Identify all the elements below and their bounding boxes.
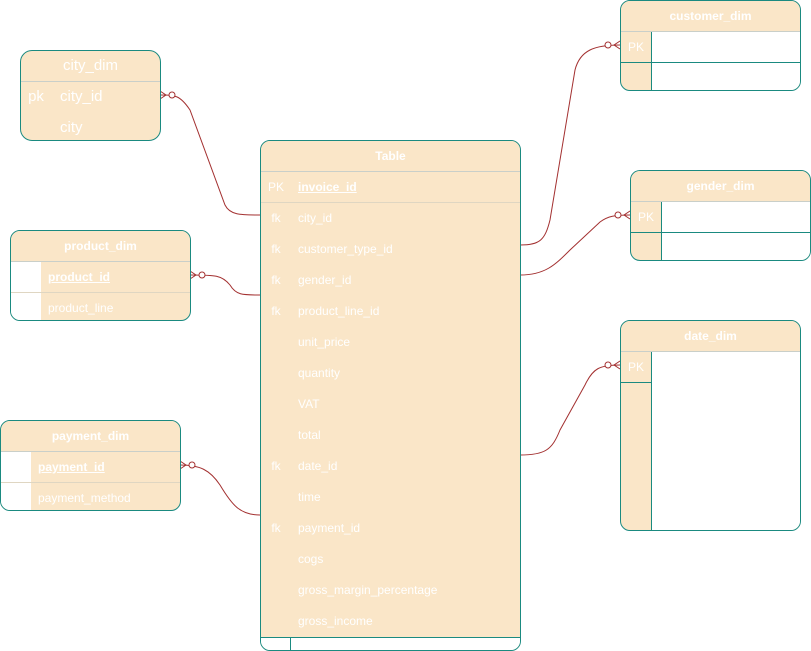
product-dim-field: product_id bbox=[48, 270, 110, 284]
relationship-date bbox=[519, 364, 621, 456]
fact-field: VAT bbox=[298, 397, 320, 411]
fact-row-unit-price: unit_price bbox=[261, 327, 520, 358]
fact-key: fk bbox=[271, 273, 281, 287]
gender-dim-title: gender_dim bbox=[631, 171, 810, 202]
fact-field: gender_id bbox=[298, 273, 352, 287]
city-dim-key: pk bbox=[28, 88, 44, 105]
customer-dim-key: PK bbox=[627, 40, 644, 54]
customer-dim-entity[interactable]: customer_dim PK bbox=[620, 0, 801, 91]
fact-table-entity[interactable]: Table PK invoice_id fk city_id fk custom… bbox=[260, 140, 521, 651]
fact-empty-row bbox=[261, 637, 520, 650]
payment-dim-entity[interactable]: payment_dim payment_id payment_method bbox=[0, 420, 181, 511]
fact-field: cogs bbox=[298, 552, 324, 566]
fact-field: customer_type_id bbox=[298, 242, 393, 256]
fact-key: fk bbox=[271, 242, 281, 256]
date-dim-key: PK bbox=[627, 360, 644, 374]
payment-dim-title: payment_dim bbox=[1, 421, 180, 452]
fact-row-total: total bbox=[261, 420, 520, 451]
gender-dim-row-pk: PK bbox=[631, 202, 810, 233]
date-dim-body bbox=[651, 382, 800, 530]
product-dim-key-cell bbox=[11, 293, 41, 320]
fact-row-city-id: fk city_id bbox=[261, 203, 520, 234]
payment-dim-field: payment_method bbox=[38, 491, 131, 505]
customer-dim-row-2 bbox=[621, 63, 800, 90]
payment-dim-field: payment_id bbox=[38, 460, 105, 474]
fact-row-vat: VAT bbox=[261, 389, 520, 420]
fact-field: payment_id bbox=[298, 521, 361, 535]
fact-row-gross-income: gross_income bbox=[261, 606, 520, 637]
relationship-city bbox=[159, 94, 261, 216]
fact-field: product_line_id bbox=[298, 304, 380, 318]
fact-field: invoice_id bbox=[298, 180, 357, 194]
customer-dim-title: customer_dim bbox=[621, 1, 800, 32]
fact-row-time: time bbox=[261, 482, 520, 513]
fact-key: PK bbox=[267, 180, 284, 194]
fact-table-title: Table bbox=[261, 141, 520, 172]
fact-field: gross_income bbox=[298, 614, 373, 628]
fact-row-gross-margin-percentage: gross_margin_percentage bbox=[261, 575, 520, 606]
fact-row-date-id: fk date_id bbox=[261, 451, 520, 482]
fact-field: total bbox=[298, 428, 321, 442]
relationship-payment bbox=[179, 464, 261, 516]
payment-dim-row-payment-id: payment_id bbox=[1, 452, 180, 483]
fact-row-gender-id: fk gender_id bbox=[261, 265, 520, 296]
fact-key: fk bbox=[271, 459, 281, 473]
product-dim-field: product_line bbox=[48, 301, 114, 315]
fact-field: city_id bbox=[298, 211, 333, 225]
city-dim-row-city: city bbox=[21, 113, 160, 140]
product-dim-row-product-line: product_line bbox=[11, 293, 190, 320]
fact-row-invoice-id: PK invoice_id bbox=[261, 172, 520, 203]
fact-key: fk bbox=[271, 521, 281, 535]
relationship-product bbox=[189, 274, 261, 296]
relationship-gender bbox=[519, 214, 631, 276]
payment-dim-key-cell bbox=[1, 452, 31, 482]
customer-dim-row-pk: PK bbox=[621, 32, 800, 63]
date-dim-title: date_dim bbox=[621, 321, 800, 352]
relationship-customer bbox=[519, 44, 621, 246]
date-dim-row-pk: PK bbox=[621, 352, 800, 383]
gender-dim-key: PK bbox=[637, 210, 654, 224]
fact-field: quantity bbox=[298, 366, 341, 380]
fact-row-cogs: cogs bbox=[261, 544, 520, 575]
fact-key: fk bbox=[271, 211, 281, 225]
date-dim-field-cell bbox=[651, 352, 800, 382]
gender-dim-field-cell bbox=[661, 233, 810, 260]
fact-field: unit_price bbox=[298, 335, 351, 349]
city-dim-title: city_dim bbox=[21, 51, 160, 82]
fact-row-quantity: quantity bbox=[261, 358, 520, 389]
fact-field: date_id bbox=[298, 459, 338, 473]
gender-dim-entity[interactable]: gender_dim PK bbox=[630, 170, 811, 261]
fact-row-product-line-id: fk product_line_id bbox=[261, 296, 520, 327]
product-dim-key-cell bbox=[11, 262, 41, 292]
product-dim-row-product-id: product_id bbox=[11, 262, 190, 293]
fact-key: fk bbox=[271, 304, 281, 318]
city-dim-row-city-id: pk city_id bbox=[21, 82, 160, 113]
product-dim-entity[interactable]: product_dim product_id product_line bbox=[10, 230, 191, 321]
fact-empty-key-divider bbox=[290, 638, 291, 650]
city-dim-field: city_id bbox=[60, 88, 103, 105]
fact-field: gross_margin_percentage bbox=[298, 583, 438, 597]
payment-dim-row-payment-method: payment_method bbox=[1, 483, 180, 510]
city-dim-field: city bbox=[60, 119, 83, 136]
payment-dim-key-cell bbox=[1, 483, 31, 510]
city-dim-entity[interactable]: city_dim pk city_id city bbox=[20, 50, 161, 141]
customer-dim-field-cell bbox=[651, 32, 800, 62]
fact-row-payment-id: fk payment_id bbox=[261, 513, 520, 544]
gender-dim-field-cell bbox=[661, 202, 810, 232]
product-dim-title: product_dim bbox=[11, 231, 190, 262]
customer-dim-field-cell bbox=[651, 63, 800, 90]
gender-dim-row-2 bbox=[631, 233, 810, 260]
fact-row-customer-type-id: fk customer_type_id bbox=[261, 234, 520, 265]
date-dim-entity[interactable]: date_dim PK bbox=[620, 320, 801, 531]
fact-field: time bbox=[298, 490, 321, 504]
